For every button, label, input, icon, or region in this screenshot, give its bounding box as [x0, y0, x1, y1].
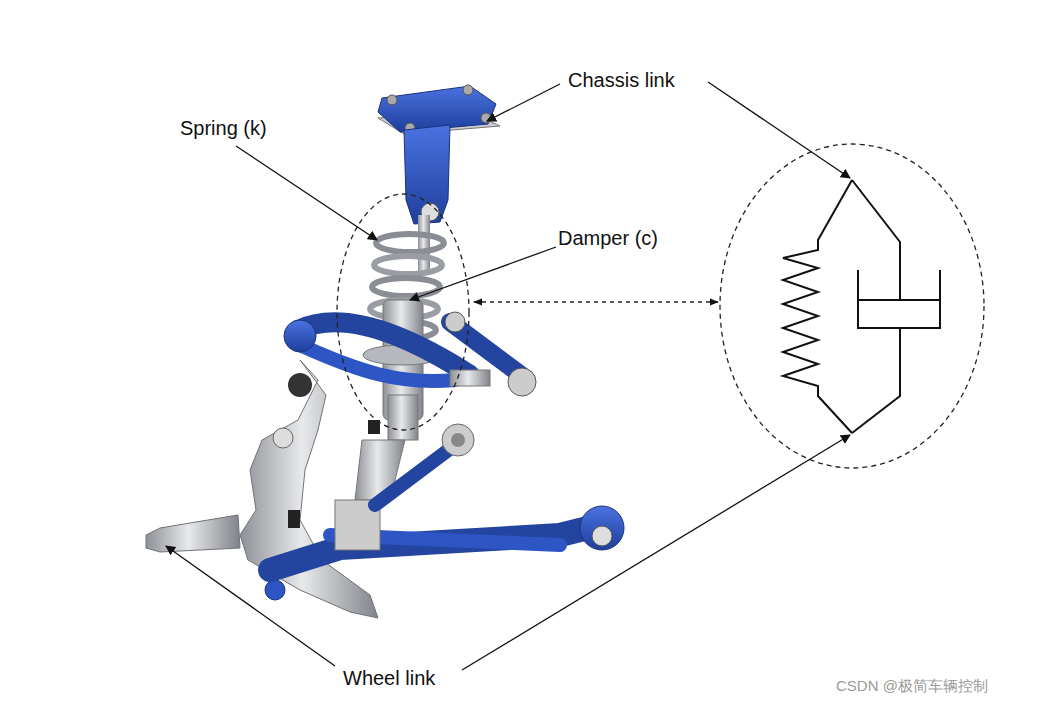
part-label: Damper (c) [558, 226, 658, 250]
part-label: Spring (k) [180, 116, 267, 140]
lower-control-arm [270, 424, 624, 570]
steering-knuckle [146, 360, 378, 618]
spring-damper-symbol [783, 180, 940, 433]
equivalence-arrow [474, 301, 718, 302]
schematic-ellipse [720, 144, 984, 468]
highlight-ellipse [337, 194, 469, 430]
part-label: Chassis link [568, 68, 675, 92]
chassis-mount [378, 85, 500, 224]
watermark: CSDN @极简车辆控制 [836, 677, 988, 695]
leader-lines [166, 82, 850, 670]
upper-control-arm [284, 312, 536, 396]
part-label: Wheel link [343, 666, 435, 690]
